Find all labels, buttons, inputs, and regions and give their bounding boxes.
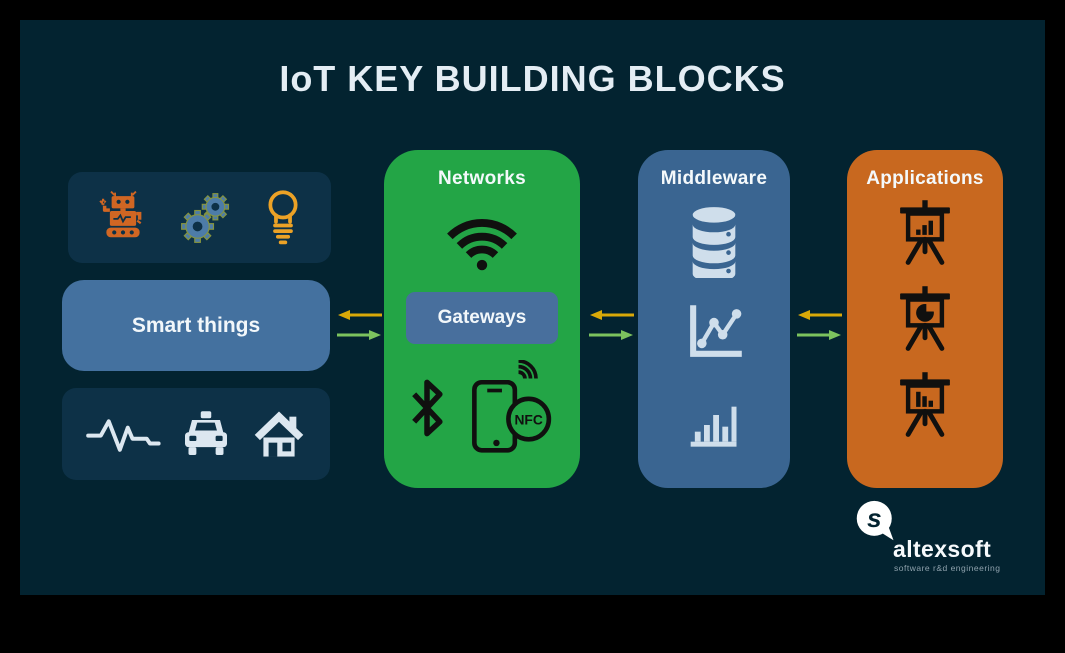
middleware-block: Middleware xyxy=(638,150,790,488)
altexsoft-logo: s altexsoft software r&d engineering xyxy=(855,496,1025,582)
gateways-box: Gateways xyxy=(406,292,558,344)
altexsoft-tagline: software r&d engineering xyxy=(894,563,1001,573)
wifi-icon xyxy=(447,219,517,271)
applications-title: Applications xyxy=(866,168,984,189)
flow-arrows-things-networks xyxy=(337,310,382,340)
robot-icon xyxy=(98,190,141,237)
presentation-bar-chart-icon xyxy=(900,200,950,265)
database-icon xyxy=(692,207,736,278)
smart-examples-box xyxy=(62,388,330,480)
applications-block: Applications xyxy=(847,150,1003,488)
flow-arrows-middleware-applications xyxy=(797,310,842,340)
networks-title: Networks xyxy=(438,168,526,189)
nfc-badge-label: NFC xyxy=(514,413,542,428)
networks-block: Networks Gateways xyxy=(384,150,580,488)
nfc-phone-icon: NFC xyxy=(472,360,552,453)
svg-text:s: s xyxy=(867,503,882,533)
smart-devices-box xyxy=(68,172,331,263)
page-title: IoT KEY BUILDING BLOCKS xyxy=(279,58,786,99)
altexsoft-brand: altexsoft xyxy=(893,536,992,562)
smart-things-label: Smart things xyxy=(131,313,261,337)
gears-icon xyxy=(180,192,229,243)
altexsoft-logo-mark-icon: s xyxy=(856,500,894,541)
line-chart-icon xyxy=(690,305,742,357)
home-icon xyxy=(255,411,304,457)
lightbulb-icon xyxy=(267,189,298,244)
middleware-title: Middleware xyxy=(660,168,768,189)
networks-icon-row: NFC xyxy=(405,360,559,456)
gateways-label: Gateways xyxy=(437,307,527,328)
taxi-icon xyxy=(184,411,227,455)
bar-chart-icon xyxy=(690,406,737,447)
pulse-icon xyxy=(85,419,161,452)
bluetooth-icon xyxy=(412,379,443,437)
flow-arrows-networks-middleware xyxy=(589,310,634,340)
presentation-pie-chart-icon xyxy=(900,286,950,351)
presentation-column-chart-icon xyxy=(900,372,950,437)
smart-things-box: Smart things xyxy=(62,280,330,371)
